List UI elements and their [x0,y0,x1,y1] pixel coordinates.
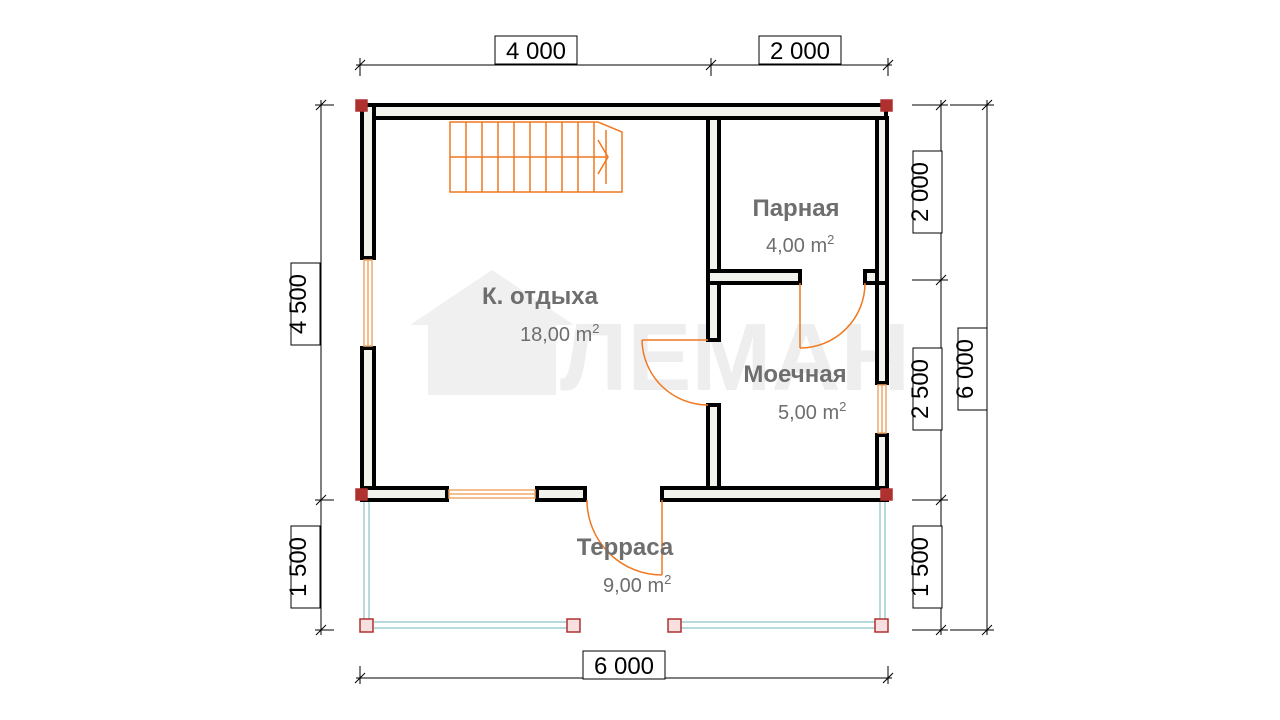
wall-partition-short [863,269,879,285]
watermark-house-icon [410,270,574,395]
room-wash: Моечная 5,00 m2 [743,361,846,424]
room-wash-name: Моечная [743,361,846,388]
room-terrace: Терраса 9,00 m2 [577,534,674,597]
doors [586,282,866,576]
door-terrace [586,499,663,576]
watermark-text: ЛЕМАН [560,304,910,411]
dim-bottom: 6 000 [594,653,654,680]
dim-top-left: 4 000 [506,38,566,65]
dim-right-upper: 2 000 [907,162,934,222]
room-labels: К. отдыха 18,00 m2 Парная 4,00 m2 Моечна… [482,195,847,597]
post [880,99,893,112]
dim-left-lower: 1 500 [285,537,312,597]
wall-left-lower [360,346,376,502]
room-rest: К. отдыха 18,00 m2 [482,283,599,346]
posts [355,99,893,633]
post [667,618,682,633]
room-terrace-name: Терраса [577,534,674,561]
wall-right-upper [875,116,889,285]
wall-partition-mid [706,281,721,342]
dimension-labels: 4 000 2 000 6 000 4 500 1 500 2 000 2 50… [285,35,988,680]
post [355,488,368,501]
room-rest-area: 18,00 m2 [520,321,600,346]
post [355,99,368,112]
room-wash-area: 5,00 m2 [778,399,846,424]
door-rest-wash [641,339,709,406]
dim-right-lower: 1 500 [907,537,934,597]
room-steam: Парная 4,00 m2 [752,195,839,257]
dim-top-right: 2 000 [770,38,830,65]
wall-partition-lower [706,403,721,490]
room-steam-area: 4,00 m2 [766,232,834,257]
stairs [449,121,623,193]
wall-right-middle [875,281,889,385]
wall-left-upper [360,103,376,260]
dim-right-total: 6 000 [952,339,979,399]
dim-right-middle: 2 500 [907,359,934,419]
dim-left-upper: 4 500 [285,274,312,334]
post [566,618,581,633]
walls [360,103,889,502]
wall-partition-upper [706,116,721,273]
windows [363,259,887,499]
wall-bottom-right [660,486,888,502]
wall-top [360,103,888,120]
room-rest-name: К. отдыха [482,283,599,310]
wall-bottom-mid [535,486,587,502]
room-terrace-area: 9,00 m2 [603,572,671,597]
door-steam [799,282,866,349]
post [359,618,374,633]
wall-partition-steam [706,269,802,285]
post [880,488,893,501]
terrace-railing [363,502,886,629]
wall-bottom-left [360,486,449,502]
post [874,618,889,633]
room-steam-name: Парная [752,195,839,222]
